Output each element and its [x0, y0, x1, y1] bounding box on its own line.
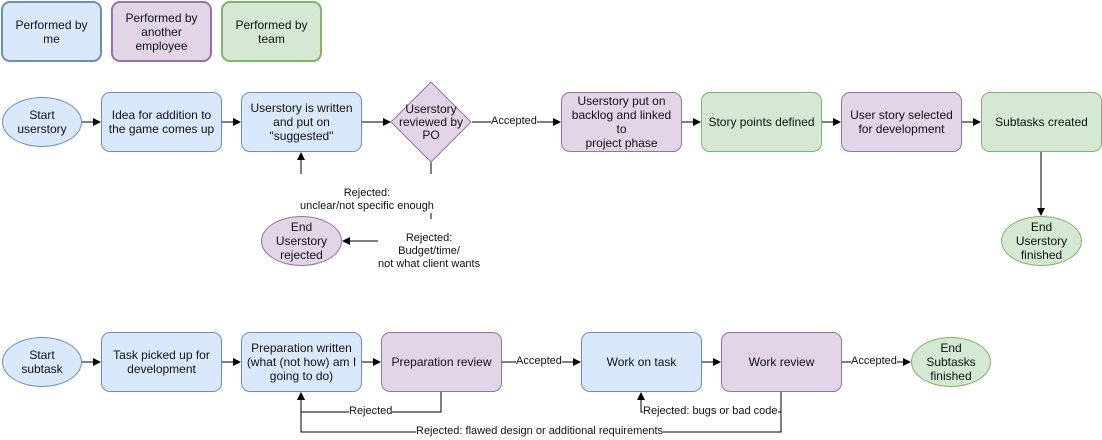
task-picked-node[interactable]: Task picked up for development: [101, 332, 222, 392]
legend-team-label: Performed by team: [235, 17, 308, 46]
work-review-label: Work review: [748, 355, 815, 369]
edge-label-accepted-work: Accepted: [851, 355, 897, 368]
subtasks-created-label: Subtasks created: [995, 115, 1088, 129]
start-userstory-label: Start userstory: [17, 108, 67, 136]
start-subtask[interactable]: Start subtask: [2, 337, 82, 387]
story-points-node[interactable]: Story points defined: [701, 92, 822, 152]
userstory-written-node[interactable]: Userstory is written and put on "suggest…: [241, 92, 362, 152]
review-diamond[interactable]: Userstory reviewed by PO: [395, 100, 467, 144]
review-diamond-shape: [390, 81, 472, 163]
end-subtasks-finished[interactable]: End Subtasks finished: [911, 337, 991, 387]
edge-label-rejected-unclear: Rejected: unclear/not specific enough: [300, 174, 434, 213]
preparation-review-node[interactable]: Preparation review: [381, 332, 502, 392]
edge-label-rejected-bugs: Rejected: bugs or bad code: [643, 405, 778, 418]
end-userstory-finished[interactable]: End Userstory finished: [1001, 216, 1082, 266]
edge-label-rejected-design: Rejected: flawed design or additional re…: [416, 425, 664, 438]
preparation-written-label: Preparation written (what (not how) am I…: [246, 341, 357, 383]
end-userstory-rejected[interactable]: End Userstory rejected: [261, 216, 342, 266]
end-subtasks-label: End Subtasks finished: [926, 341, 976, 383]
userstory-written-label: Userstory is written and put on "suggest…: [250, 101, 353, 143]
task-picked-label: Task picked up for development: [113, 348, 210, 376]
subtasks-created-node[interactable]: Subtasks created: [981, 92, 1102, 152]
idea-node[interactable]: Idea for addition to the game comes up: [101, 92, 222, 152]
edge-label-accepted-prep: Accepted: [516, 355, 562, 368]
idea-label: Idea for addition to the game comes up: [108, 108, 215, 136]
legend-team: Performed by team: [221, 1, 322, 62]
work-on-task-label: Work on task: [606, 355, 677, 369]
preparation-written-node[interactable]: Preparation written (what (not how) am I…: [241, 332, 362, 392]
legend-other-label: Performed by another employee: [125, 10, 198, 53]
work-on-task-node[interactable]: Work on task: [581, 332, 702, 392]
selected-node[interactable]: User story selected for development: [841, 92, 962, 152]
start-subtask-label: Start subtask: [21, 348, 63, 376]
start-userstory[interactable]: Start userstory: [2, 97, 82, 147]
legend-me-label: Performed by me: [15, 17, 88, 46]
edge-label-rejected-budget: Rejected: Budget/time/ not what client w…: [378, 219, 481, 271]
edge-label-accepted: Accepted: [491, 115, 537, 128]
review-label: Userstory reviewed by PO: [398, 101, 464, 142]
end-finished-label: End Userstory finished: [1015, 220, 1068, 262]
legend-another-employee: Performed by another employee: [111, 1, 212, 62]
story-points-label: Story points defined: [708, 115, 815, 129]
work-review-node[interactable]: Work review: [721, 332, 842, 392]
edge-label-rejected-prep: Rejected: [349, 405, 393, 418]
legend-me: Performed by me: [1, 1, 102, 62]
selected-label: User story selected for development: [850, 108, 953, 136]
end-rejected-label: End Userstory rejected: [275, 220, 328, 262]
backlog-label: Userstory put on backlog and linked to p…: [571, 94, 672, 150]
backlog-node[interactable]: Userstory put on backlog and linked to p…: [561, 92, 682, 152]
preparation-review-label: Preparation review: [391, 355, 492, 369]
